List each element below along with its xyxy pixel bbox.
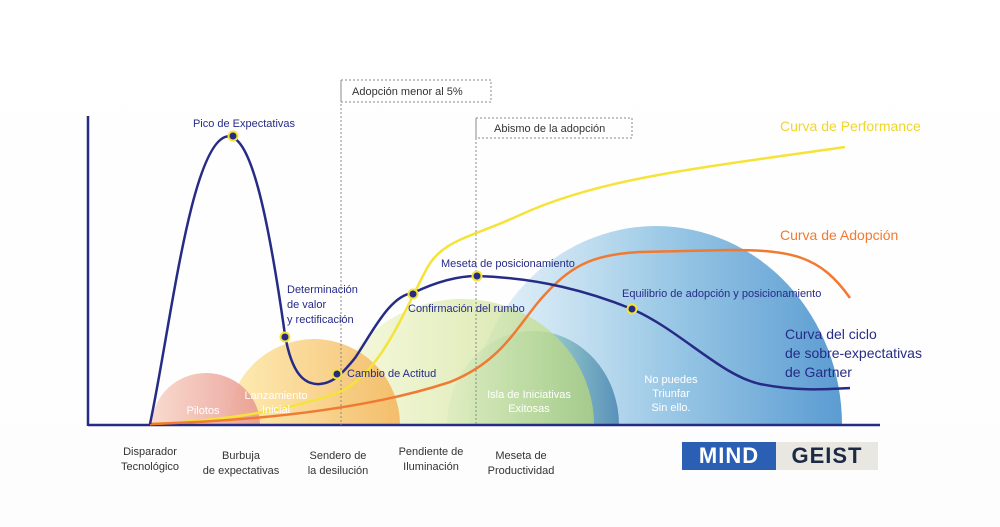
label-equilibrio: Equilibrio de adopción y posicionamiento — [622, 288, 821, 300]
logo-mind: MIND — [682, 442, 776, 470]
axis-burbuja-2: de expectativas — [203, 465, 280, 477]
axis-disparador-2: Tecnológico — [121, 461, 179, 473]
title-gartner-1: Curva del ciclo — [785, 326, 877, 342]
title-gartner-3: de Gartner — [785, 364, 852, 380]
axis-productividad-1: Meseta de — [495, 450, 546, 462]
bubble-label-isla-2: Exitosas — [508, 403, 550, 415]
point-confirmacion — [407, 288, 419, 300]
label-determinacion-3: y rectificación — [287, 314, 354, 326]
axis-sendero-1: Sendero de — [310, 450, 367, 462]
bubble-label-lanzamiento-2: Inicial — [262, 404, 290, 416]
axis-pendiente-2: Iluminación — [403, 461, 459, 473]
title-performance: Curva de Performance — [780, 118, 921, 134]
point-pico — [227, 130, 239, 142]
label-determinacion-2: de valor — [287, 299, 326, 311]
logo-geist: GEIST — [776, 442, 878, 470]
point-determinacion — [279, 331, 291, 343]
label-determinacion-1: Determinación — [287, 284, 358, 296]
label-pico: Pico de Expectativas — [193, 118, 296, 130]
bubble-label-no-puedes-3: Sin ello. — [651, 402, 690, 414]
title-adopcion: Curva de Adopción — [780, 227, 898, 243]
performance-curve — [149, 145, 846, 426]
axis-pendiente-1: Pendiente de — [399, 446, 464, 458]
axis-productividad-2: Productividad — [488, 465, 555, 477]
mindgeist-logo: MIND GEIST — [682, 442, 878, 470]
label-abismo: Abismo de la adopción — [494, 123, 605, 135]
bubble-pilotos — [152, 373, 260, 425]
bubble-label-no-puedes-2: Triunfar — [652, 388, 690, 400]
bubble-label-no-puedes-1: No puedes — [644, 374, 698, 386]
gartner-curve — [148, 135, 851, 425]
box-abismo — [475, 117, 633, 139]
box-adopcion-menor — [340, 79, 492, 103]
bubble-label-lanzamiento-1: Lanzamiento — [245, 390, 308, 402]
label-meseta: Meseta de posicionamiento — [441, 258, 575, 270]
point-equilibrio — [626, 303, 638, 315]
point-cambio — [331, 368, 343, 380]
bubble-label-pilotos: Pilotos — [186, 405, 220, 417]
adopcion-curve — [149, 248, 852, 426]
curve-points — [227, 130, 638, 380]
axis-sendero-2: la desilución — [308, 465, 369, 477]
bubble-label-isla-1: Isla de Iniciativas — [487, 389, 571, 401]
axis-disparador-1: Disparador — [123, 446, 177, 458]
point-meseta — [471, 270, 483, 282]
axis-burbuja-1: Burbuja — [222, 450, 261, 462]
label-cambio: Cambio de Actitud — [347, 368, 436, 380]
title-gartner-2: de sobre-expectativas — [785, 345, 922, 361]
label-confirmacion: Confirmación del rumbo — [408, 303, 525, 315]
label-adopcion-menor: Adopción menor al 5% — [352, 86, 463, 98]
